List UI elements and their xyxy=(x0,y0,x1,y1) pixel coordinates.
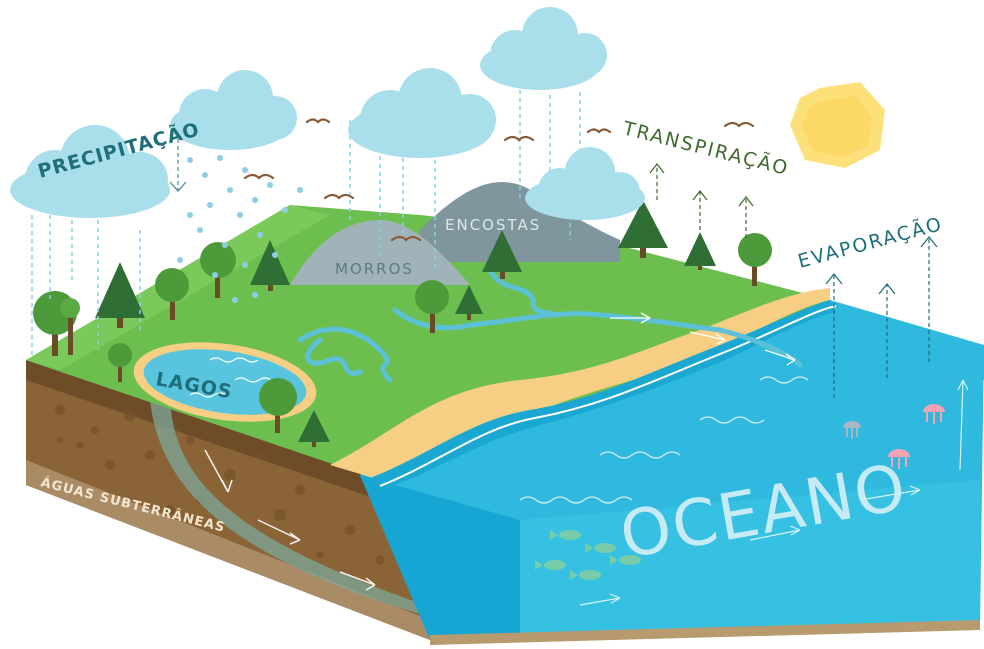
trees xyxy=(33,200,772,447)
bird-icons xyxy=(243,118,755,242)
encostas-label: ENCOSTAS xyxy=(445,216,541,234)
evaporation-label: EVAPORAÇÃO xyxy=(795,212,945,273)
cloud-icon xyxy=(348,68,496,158)
evaporation-arrows xyxy=(825,236,938,398)
ocean-block xyxy=(360,300,984,645)
cloud-icon xyxy=(10,125,170,218)
soil-block xyxy=(26,360,456,640)
cloud-icon xyxy=(480,7,607,90)
clouds xyxy=(10,7,645,220)
rain-drops xyxy=(177,155,303,303)
transpiration-label: TRANSPIRAÇÃO xyxy=(620,116,792,180)
cloud-icon xyxy=(525,147,645,220)
transpiration-arrows xyxy=(649,163,754,238)
morros-label: MORROS xyxy=(335,260,414,278)
jellyfish-icon xyxy=(843,404,945,469)
rain-streaks xyxy=(31,90,581,355)
cloud-icon xyxy=(170,70,297,150)
rivers xyxy=(297,267,803,383)
sun-icon xyxy=(790,82,885,168)
